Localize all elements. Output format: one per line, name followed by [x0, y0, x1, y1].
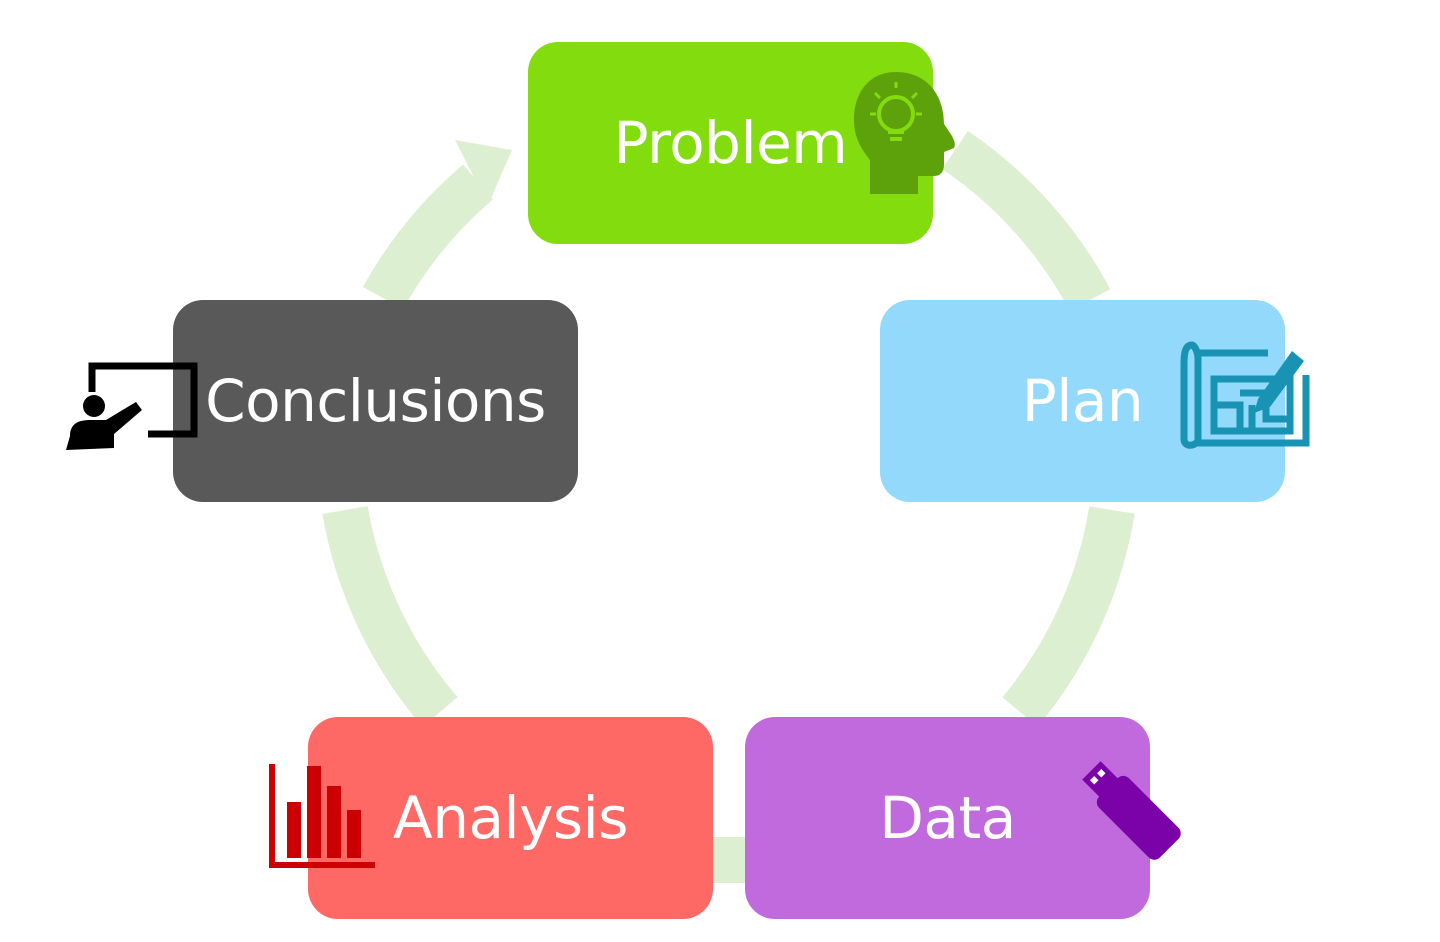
node-problem-label: Problem: [613, 109, 848, 177]
usb-drive-icon: [1082, 761, 1181, 860]
node-conclusions: Conclusions: [173, 300, 578, 502]
node-data-label: Data: [879, 784, 1016, 852]
head-lightbulb-icon: [854, 72, 955, 194]
presenter-board-icon: [66, 362, 198, 450]
node-problem: Problem: [528, 42, 955, 244]
node-plan-label: Plan: [1021, 367, 1144, 435]
node-analysis: Analysis: [308, 717, 713, 919]
ring-segment-plan-data: [1002, 506, 1135, 727]
node-conclusions-label: Conclusions: [205, 367, 546, 435]
blueprint-pencil-icon: [1180, 341, 1310, 449]
ring-segment-analysis-conclusions: [322, 505, 458, 727]
cycle-arrowhead: [455, 140, 512, 205]
node-analysis-label: Analysis: [393, 784, 628, 852]
ring-segment-problem-plan: [941, 130, 1111, 312]
ring-segment-conclusions-problem: [362, 164, 494, 310]
bar-chart-icon: [269, 764, 375, 868]
node-data: Data: [745, 717, 1150, 919]
